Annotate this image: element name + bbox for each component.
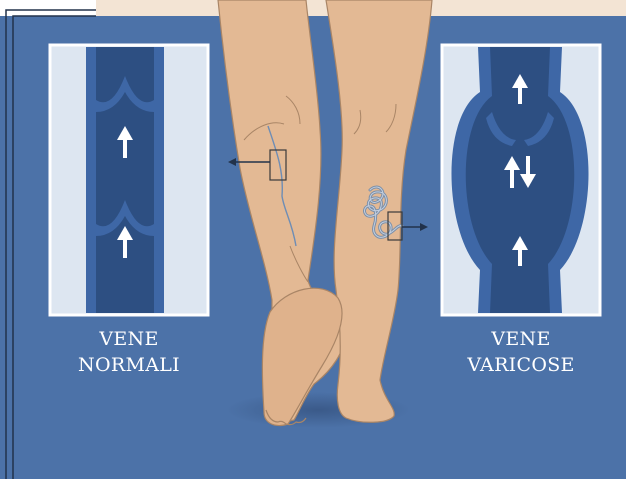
varicose-caption-line1: VENE bbox=[432, 326, 610, 352]
normal-veins-caption: VENE NORMALI bbox=[44, 326, 214, 378]
normal-caption-line2: NORMALI bbox=[44, 352, 214, 378]
normal-caption-line1: VENE bbox=[44, 326, 214, 352]
varicose-veins-caption: VENE VARICOSE bbox=[432, 326, 610, 378]
varicose-vein-panel bbox=[442, 45, 600, 315]
normal-vein-panel bbox=[50, 45, 208, 315]
varicose-caption-line2: VARICOSE bbox=[432, 352, 610, 378]
top-left-white bbox=[0, 0, 96, 16]
